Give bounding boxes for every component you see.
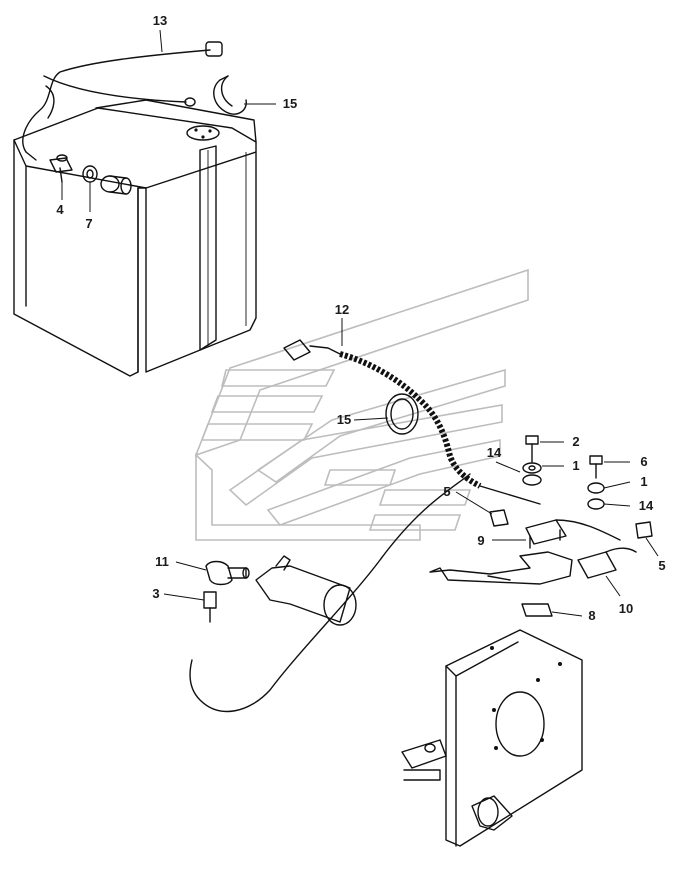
mounting-bracket [429,551,573,585]
mounting-plate [401,629,583,847]
callout-13: 13 [153,13,167,28]
washer-part-1-left [522,462,542,474]
callout-1-left: 1 [572,458,579,473]
callout-10: 10 [619,601,633,616]
connector-part-3 [203,591,217,623]
relay-part-9 [525,519,621,549]
callout-6: 6 [640,454,647,469]
callout-3: 3 [152,586,159,601]
callout-11: 11 [155,554,169,569]
grommet-part-7 [82,165,98,183]
callout-15-top: 15 [283,96,297,111]
fuel-filter [255,555,357,626]
callout-2: 2 [572,434,579,449]
fitting-part-4 [49,154,73,183]
bolt-part-2 [525,435,539,463]
fuel-tank [13,99,257,377]
wire-harness-part-12 [189,339,541,713]
callout-9: 9 [477,533,484,548]
module-part-10 [577,547,637,579]
callout-4: 4 [56,202,64,217]
callout-14-right: 14 [639,498,654,513]
nut-part-5-left [489,509,509,527]
plate-part-8 [521,603,553,617]
fitting-part-11 [205,560,250,586]
bolt-part-6 [589,455,603,479]
callout-12: 12 [335,302,349,317]
callout-8: 8 [588,608,595,623]
callout-5-right: 5 [658,558,665,573]
leader-lines [61,29,659,617]
wire-harness-part-13 [22,41,223,161]
callout-7: 7 [85,216,92,231]
hose-clamp-part-15-middle [385,393,419,435]
callout-5-left: 5 [443,484,450,499]
washer-part-1-right [587,482,605,494]
callout-15-middle: 15 [337,412,351,427]
callout-1-right: 1 [640,474,647,489]
nut-part-5-right [635,521,653,539]
washer-part-14-left [522,474,542,486]
washer-part-14-right [587,498,605,510]
callout-14-left: 14 [487,445,502,460]
watermark-logo [194,268,529,541]
hose-clamp-part-15-top [213,75,247,115]
part-labels: 13 15 4 7 12 15 2 1 6 14 1 5 14 9 5 11 3… [56,13,665,623]
